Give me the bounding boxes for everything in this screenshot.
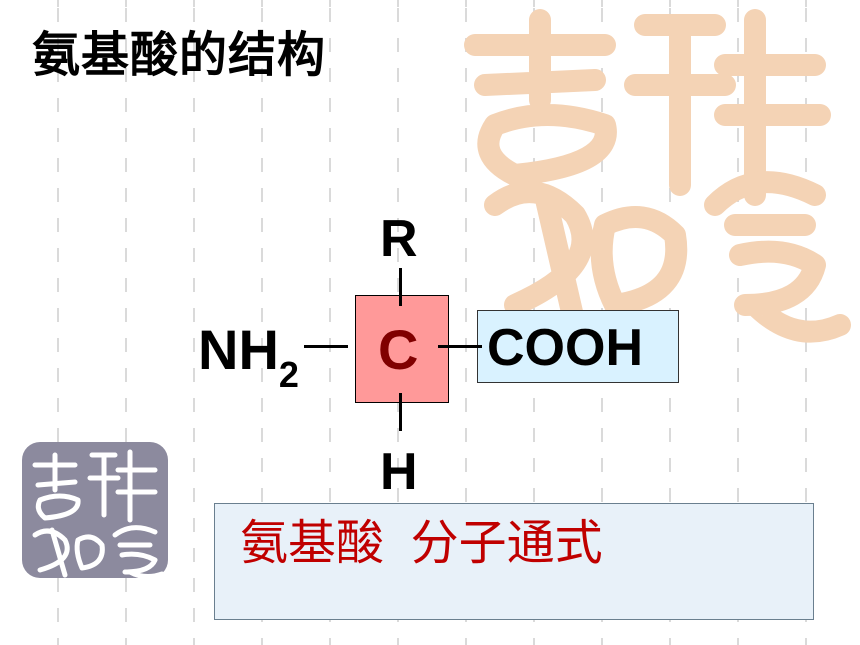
- decorative-seal-small: [22, 442, 168, 580]
- amino-group-label: NH2: [198, 322, 299, 393]
- center-carbon-label: C: [378, 318, 419, 381]
- carboxyl-group-box: [477, 310, 679, 383]
- amino-group-main: NH: [198, 318, 279, 381]
- carboxyl-group-label: COOH: [487, 319, 643, 377]
- hydrogen-label: H: [380, 443, 418, 501]
- amino-group-subscript: 2: [278, 354, 299, 395]
- bond-carbon-amino: [304, 345, 348, 348]
- bond-carbon-r: [399, 268, 402, 306]
- r-group-label: R: [380, 210, 418, 268]
- center-carbon-box: [355, 295, 449, 403]
- caption-box: [214, 503, 814, 620]
- caption-text: 氨基酸 分子通式: [240, 517, 603, 570]
- bond-carbon-carboxyl: [438, 345, 482, 348]
- page-title: 氨基酸的结构: [32, 29, 327, 82]
- bond-carbon-h: [399, 393, 402, 431]
- decorative-seal-large: [464, 9, 851, 343]
